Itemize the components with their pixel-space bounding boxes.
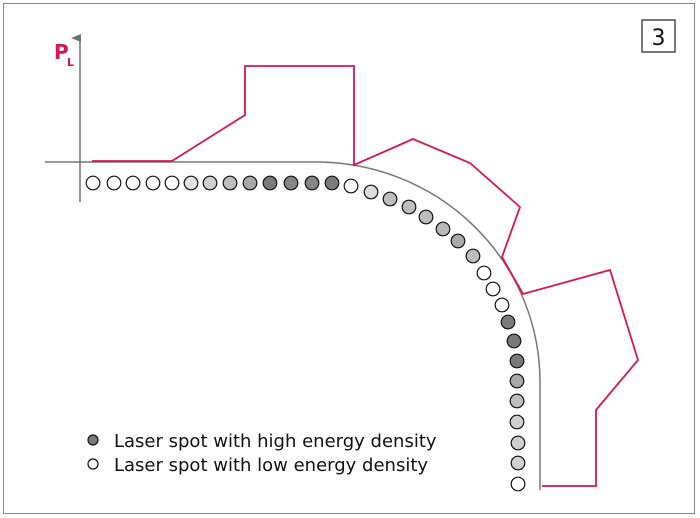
axis-label-sub: L — [67, 56, 74, 69]
figure-number: 3 — [652, 26, 666, 51]
laser-spot — [304, 175, 320, 191]
legend-low-label: Laser spot with low energy density — [114, 455, 428, 476]
laser-spot — [509, 393, 525, 409]
laser-spot — [506, 333, 522, 349]
laser-spot — [476, 265, 492, 281]
figure-frame — [3, 3, 695, 514]
laser-spot — [363, 184, 379, 200]
laser-spot — [418, 209, 434, 225]
laser-spots — [85, 175, 526, 492]
laser-spot — [283, 175, 299, 191]
laser-spot — [145, 175, 161, 191]
laser-spot — [202, 175, 218, 191]
laser-spot — [164, 175, 180, 191]
laser-spot — [435, 221, 451, 237]
laser-spot — [183, 175, 199, 191]
laser-spot — [509, 373, 525, 389]
laser-spot — [494, 297, 510, 313]
laser-spot — [324, 175, 340, 191]
laser-spot — [382, 191, 398, 207]
figure-number-box — [641, 19, 676, 53]
laser-spot — [343, 178, 359, 194]
laser-spot — [509, 353, 525, 369]
laser-spot — [450, 233, 466, 249]
laser-spot — [242, 175, 258, 191]
laser-spot — [510, 476, 526, 492]
contour-line — [45, 161, 541, 490]
legend-high-dot — [87, 434, 99, 446]
laser-spot — [465, 248, 481, 264]
laser-spot — [262, 175, 278, 191]
laser-spot — [222, 175, 238, 191]
laser-spot — [401, 199, 417, 215]
laser-spot — [509, 414, 525, 430]
laser-spot — [510, 455, 526, 471]
laser-spot — [500, 314, 516, 330]
legend-high-label: Laser spot with high energy density — [114, 431, 437, 452]
laser-spot — [510, 435, 526, 451]
axis-label-p: P — [54, 40, 69, 64]
legend-low-dot — [87, 458, 99, 470]
laser-spot — [85, 175, 101, 191]
laser-spot — [106, 175, 122, 191]
laser-power-curve — [92, 65, 640, 487]
laser-spot — [485, 281, 501, 297]
laser-spot — [125, 175, 141, 191]
